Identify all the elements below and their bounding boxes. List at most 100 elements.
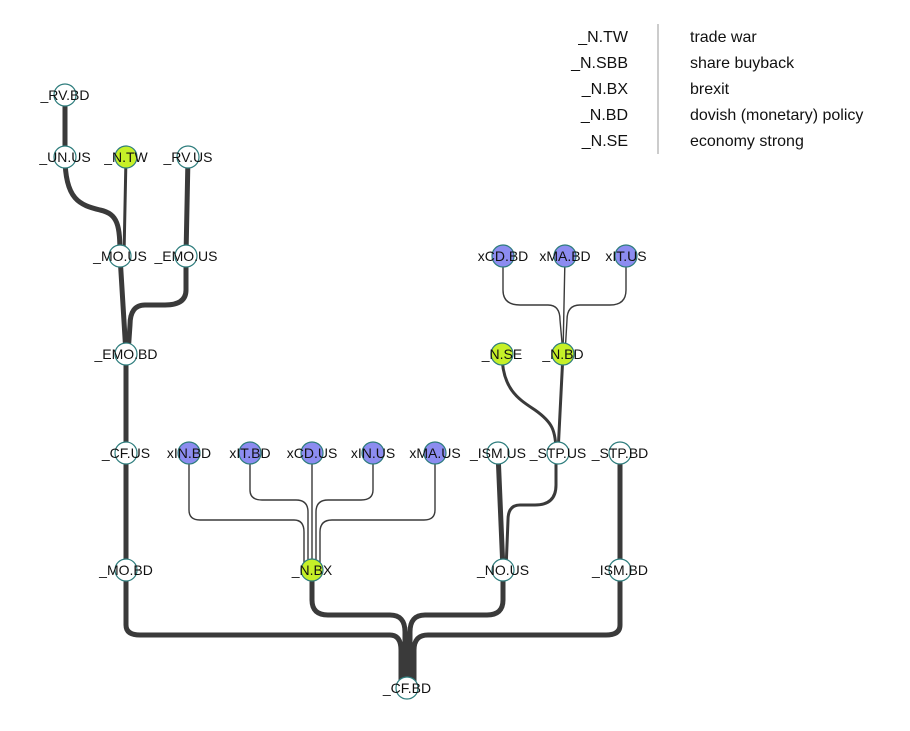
node-mo_bd: _MO.BD: [98, 558, 153, 582]
node-circle: [491, 244, 515, 268]
node-circle: [614, 244, 638, 268]
legend-meaning: trade war: [690, 29, 757, 46]
node-xin_bd: xIN.BD: [167, 441, 211, 465]
node-circle: [114, 441, 138, 465]
node-ism_bd: _ISM.BD: [591, 558, 648, 582]
node-mo_us: _MO.US: [92, 244, 147, 268]
edge-xma_us-to-n_bx: [319, 452, 436, 571]
node-label: xIN.BD: [167, 445, 211, 461]
node-circle: [553, 244, 577, 268]
node-label: _CF.US: [101, 445, 150, 461]
node-label: xIN.US: [351, 445, 395, 461]
edge-emo_us-to-emo_bd: [125, 253, 189, 357]
node-circle: [486, 441, 510, 465]
node-circle: [114, 558, 138, 582]
node-n_bx: _N.BX: [291, 558, 333, 582]
node-circle: [361, 441, 385, 465]
node-circle: [490, 342, 514, 366]
node-circle: [53, 83, 77, 107]
edge-un_us-to-mo_us: [62, 154, 123, 259]
node-label: xMA.BD: [539, 248, 590, 264]
node-xin_us: xIN.US: [351, 441, 395, 465]
legend-meaning: share buyback: [690, 55, 795, 72]
node-xcd_bd: xCD.BD: [478, 244, 529, 268]
node-label: _EMO.BD: [93, 346, 157, 362]
edge-mo_bd-to-cf_bd: [123, 567, 404, 691]
node-circle: [53, 145, 77, 169]
node-circle: [177, 441, 201, 465]
edge-xit_bd-to-n_bx: [249, 452, 309, 571]
node-n_se: _N.SE: [481, 342, 522, 366]
node-circle: [238, 441, 262, 465]
node-circle: [108, 244, 132, 268]
node-circle: [551, 342, 575, 366]
node-n_tw: _N.TW: [103, 145, 149, 169]
node-circle: [395, 676, 419, 700]
node-circle: [114, 145, 138, 169]
node-circle: [114, 342, 138, 366]
edge-n_bd-to-stp_us: [556, 352, 565, 455]
node-label: xMA.US: [409, 445, 460, 461]
node-label: _RV.BD: [39, 87, 89, 103]
edge-n_tw-to-mo_us: [122, 155, 128, 258]
node-label: xIT.US: [605, 248, 646, 264]
node-circle: [491, 558, 515, 582]
node-ism_us: _ISM.US: [469, 441, 526, 465]
node-n_bd: _N.BD: [541, 342, 584, 366]
edge-n_bx-to-cf_bd: [309, 567, 408, 691]
node-stp_us: _STP.US: [529, 441, 587, 465]
node-cf_us: _CF.US: [101, 441, 150, 465]
legend: _N.TW trade war _N.SBB share buyback _N.…: [570, 24, 863, 154]
nodes-layer: _RV.BD _UN.US _N.TW _RV.US _MO.US _EMO.US _EMO…: [38, 83, 648, 700]
edge-mo_us-to-emo_bd: [117, 253, 129, 357]
node-circle: [300, 558, 324, 582]
edge-xcd_bd-to-n_bd: [502, 255, 564, 355]
node-label: _STP.US: [529, 445, 587, 461]
node-label: _ISM.BD: [591, 562, 648, 578]
node-label: _CF.BD: [382, 680, 431, 696]
legend-row: _N.BD dovish (monetary) policy: [580, 107, 864, 124]
node-circle: [174, 244, 198, 268]
edges-layer: [62, 92, 627, 691]
edge-xin_us-to-n_bx: [315, 452, 374, 571]
node-stp_bd: _STP.BD: [591, 441, 648, 465]
node-xcd_us: xCD.US: [287, 441, 338, 465]
legend-row: _N.SBB share buyback: [570, 55, 795, 72]
edge-xma_bd-to-n_bd: [562, 255, 566, 355]
node-circle: [608, 441, 632, 465]
node-label: _ISM.US: [469, 445, 526, 461]
node-circle: [608, 558, 632, 582]
node-xit_bd: xIT.BD: [229, 441, 271, 465]
node-xit_us: xIT.US: [605, 244, 647, 268]
node-label: _MO.BD: [98, 562, 153, 578]
node-label: _N.BX: [291, 562, 333, 578]
node-xma_us: xMA.US: [409, 441, 461, 465]
node-no_us: _NO.US: [476, 558, 529, 582]
edge-stp_us-to-no_us: [504, 451, 558, 572]
legend-meaning: dovish (monetary) policy: [690, 107, 863, 124]
edge-n_se-to-stp_us: [500, 352, 558, 455]
node-circle: [546, 441, 570, 465]
node-emo_us: _EMO.US: [153, 244, 218, 268]
edge-ism_bd-to-cf_bd: [411, 567, 623, 691]
edge-no_us-to-cf_bd: [407, 567, 506, 691]
node-emo_bd: _EMO.BD: [93, 342, 158, 366]
node-label: _N.SE: [481, 346, 522, 362]
node-label: _N.TW: [103, 149, 148, 165]
node-label: _NO.US: [476, 562, 529, 578]
legend-row: _N.SE economy strong: [581, 133, 804, 150]
node-label: _RV.US: [162, 149, 212, 165]
node-label: _N.BD: [541, 346, 583, 362]
legend-code: _N.BD: [580, 107, 628, 124]
node-label: _EMO.US: [153, 248, 217, 264]
node-xma_bd: xMA.BD: [539, 244, 591, 268]
node-circle: [176, 145, 200, 169]
node-circle: [300, 441, 324, 465]
legend-meaning: economy strong: [690, 133, 804, 150]
node-label: xCD.US: [287, 445, 338, 461]
edge-rv_us-to-emo_us: [183, 154, 191, 259]
legend-row: _N.BX brexit: [581, 81, 730, 98]
node-label: xCD.BD: [478, 248, 529, 264]
node-un_us: _UN.US: [38, 145, 91, 169]
node-label: xIT.BD: [229, 445, 270, 461]
